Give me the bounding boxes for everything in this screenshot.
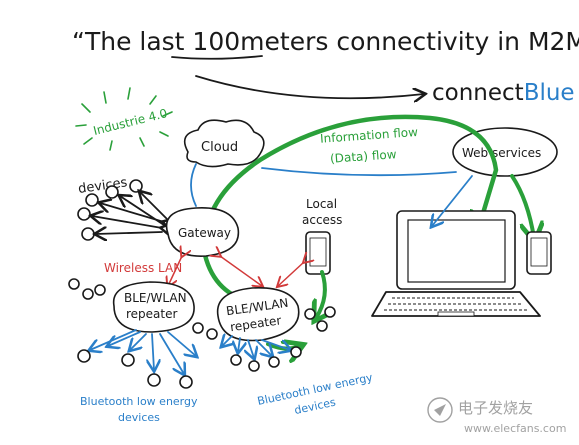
brand-arrow (195, 75, 424, 98)
right-repeater-node (216, 287, 300, 342)
gateway-left-repeater-link (168, 256, 182, 286)
brand-logo: connectBlue (432, 80, 575, 106)
left-repeater-label: BLE/WLAN (124, 291, 187, 305)
left-repeater-label-2: repeater (126, 307, 177, 321)
brand-accent: Blue (524, 80, 575, 106)
information-flow-loop (202, 114, 499, 306)
wireless-lan-label: Wireless LAN (104, 261, 182, 275)
local-access-label-2: access (302, 213, 342, 227)
watermark-cn: 电子发烧友 (458, 399, 533, 417)
left-repeater-neighbors (68, 278, 218, 340)
web-services-node (452, 127, 558, 177)
title-underline (171, 55, 263, 60)
cloud-web-link (261, 167, 457, 177)
data-flow-label: (Data) flow (330, 147, 398, 166)
left-repeater-node (112, 281, 195, 333)
information-flow-label: Information flow (320, 125, 419, 146)
phone-green-arrow (316, 270, 325, 318)
cloud-shape (183, 119, 265, 168)
right-ble-links (222, 336, 290, 358)
left-ble-links (90, 329, 196, 374)
devices-label: devices (77, 175, 128, 197)
diagram-title: “The last 100meters connectivity in M2M” (72, 27, 579, 56)
information-flow-phone (510, 174, 534, 238)
local-access-phone-icon (305, 231, 331, 275)
right-ble-devices (230, 346, 302, 372)
right-repeater-neighbors (304, 306, 336, 332)
watermark-logo (427, 397, 453, 423)
left-ble-label-2: devices (118, 411, 160, 424)
brand-prefix: connect (432, 80, 524, 106)
gateway-right-repeater-link (220, 256, 262, 286)
cloud-label: Cloud (201, 140, 238, 155)
cloud-gateway-link (190, 163, 197, 207)
industrie-label: Industrie 4.0 (92, 106, 169, 138)
web-services-label: Web services (462, 146, 541, 160)
smartphone-icon (526, 231, 552, 275)
industrie-sparkle (75, 87, 173, 151)
laptop-icon (371, 210, 541, 317)
phone-repeater-link (278, 262, 304, 286)
watermark-url: www.elecfans.com (464, 422, 566, 435)
devices-links (92, 192, 168, 234)
left-ble-label: Bluetooth low energy (80, 395, 198, 408)
local-access-label: Local (306, 197, 337, 211)
web-laptop-link (432, 175, 473, 226)
left-ble-devices (77, 349, 193, 389)
gateway-label: Gateway (178, 226, 231, 240)
